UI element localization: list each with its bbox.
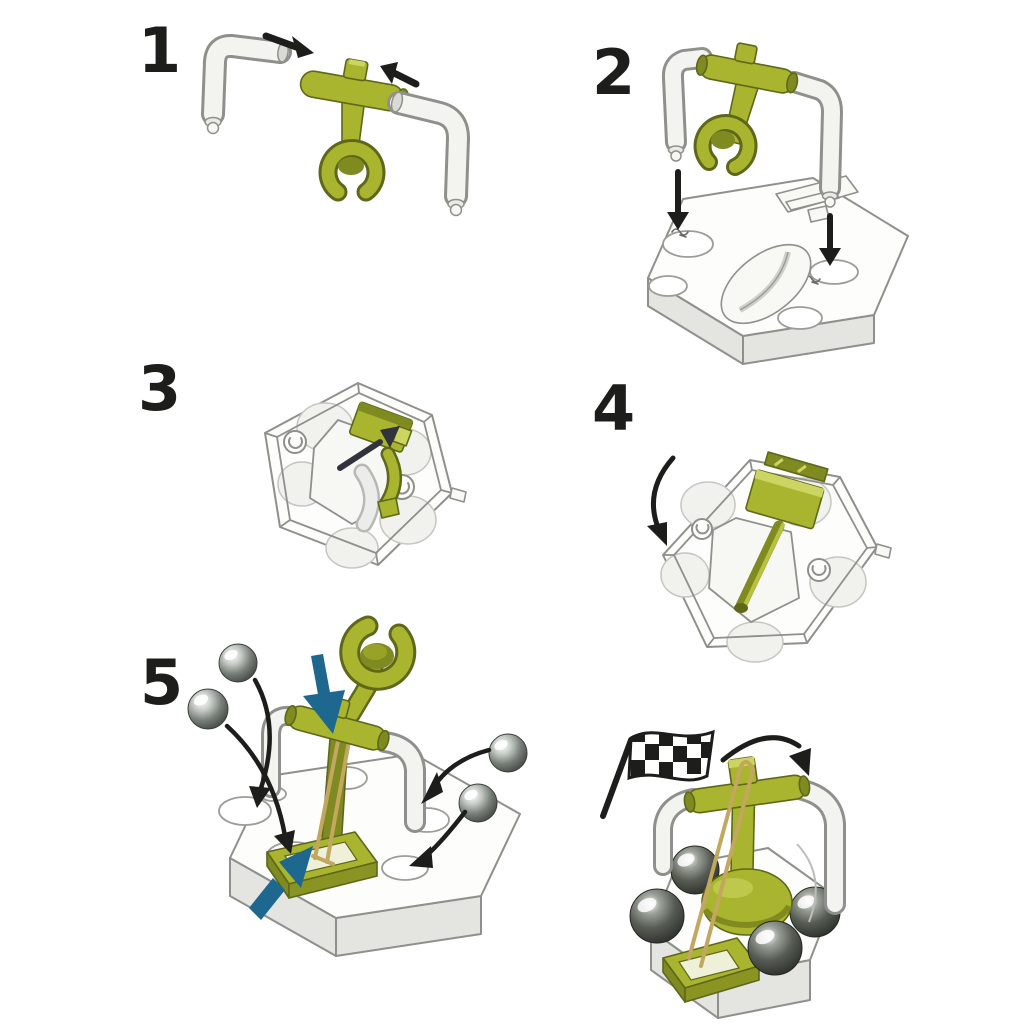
marble bbox=[458, 783, 498, 823]
step-3-figure bbox=[240, 352, 475, 602]
marble-drop-arrow bbox=[249, 677, 272, 808]
step-2-illustration bbox=[647, 42, 909, 365]
step-1-number: 1 bbox=[138, 14, 181, 87]
slide-in-arrow bbox=[337, 426, 400, 471]
step-3-number: 3 bbox=[138, 352, 181, 425]
marble bbox=[187, 688, 229, 730]
step-5-figure bbox=[175, 606, 545, 958]
tile-hole bbox=[662, 230, 714, 258]
rotate-arrow bbox=[647, 455, 676, 546]
rubber-band bbox=[687, 759, 755, 968]
hex-tile bbox=[647, 175, 909, 365]
tile-ramp bbox=[720, 243, 812, 325]
insert-arrow-left-down bbox=[667, 169, 689, 230]
marble-drop-arrow bbox=[409, 809, 468, 868]
step-4-figure bbox=[633, 430, 903, 675]
step-5-illustration bbox=[187, 615, 528, 957]
finish-flag-icon bbox=[600, 729, 715, 819]
tile-hole bbox=[218, 796, 272, 826]
step-2-figure bbox=[628, 22, 928, 382]
tile-nub bbox=[449, 487, 467, 503]
left-tube bbox=[661, 47, 713, 162]
pin-right bbox=[807, 558, 831, 582]
tile-hole bbox=[648, 275, 688, 297]
tile-hole bbox=[809, 259, 859, 285]
step-1-figure bbox=[192, 16, 482, 228]
step-3-illustration bbox=[264, 382, 467, 569]
insert-arrow-right bbox=[380, 62, 420, 88]
step-4-illustration bbox=[647, 451, 892, 663]
step-5-number: 5 bbox=[140, 646, 183, 719]
press-arrow-top bbox=[303, 654, 345, 734]
right-tube bbox=[783, 71, 843, 208]
catapult-arm bbox=[284, 615, 417, 751]
tile-mark bbox=[671, 228, 689, 238]
marble-drop-arrow bbox=[421, 747, 492, 804]
tile-hole bbox=[777, 306, 823, 330]
pin-left bbox=[691, 518, 713, 540]
tube-open-end bbox=[390, 91, 404, 113]
left-tube bbox=[201, 33, 292, 135]
claw-cup-shadow bbox=[338, 157, 364, 175]
catapult-assembly bbox=[653, 756, 846, 1004]
step-1-illustration bbox=[201, 32, 470, 217]
insert-arrow-left bbox=[262, 32, 314, 58]
pin-left bbox=[283, 430, 307, 454]
insert-arrow-right-down bbox=[819, 213, 841, 266]
final-step-figure bbox=[575, 718, 950, 1024]
slider-part-installed bbox=[734, 451, 829, 613]
launcher-plate bbox=[662, 937, 760, 1004]
claw-cup-shadow bbox=[711, 131, 735, 149]
marble bbox=[218, 643, 258, 683]
marble bbox=[747, 920, 803, 976]
catapult-assembly bbox=[661, 42, 843, 208]
tile-nub bbox=[874, 543, 892, 559]
final-step-illustration bbox=[600, 729, 846, 1019]
marble bbox=[488, 733, 528, 773]
press-arrow-bottom bbox=[249, 846, 313, 920]
marble bbox=[629, 888, 685, 944]
rotate-arrow bbox=[720, 735, 811, 776]
catapult-part bbox=[693, 42, 799, 176]
marble-drop-arrow bbox=[224, 723, 295, 854]
step-4-number: 4 bbox=[592, 372, 635, 445]
right-tube bbox=[374, 731, 426, 833]
right-tube bbox=[387, 91, 470, 217]
white-ramp-arm bbox=[353, 463, 380, 533]
step-2-number: 2 bbox=[592, 36, 635, 109]
